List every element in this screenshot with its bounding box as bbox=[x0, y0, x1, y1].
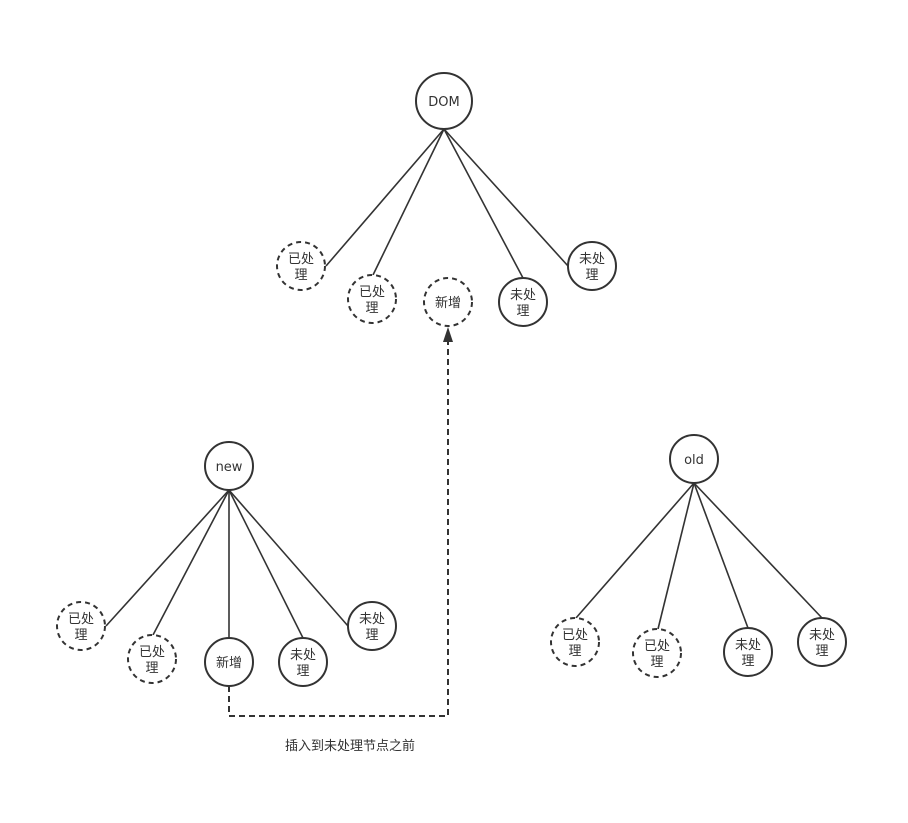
new-child-3-label-line: 未处 bbox=[290, 648, 316, 663]
dom-child-circle-2 bbox=[423, 277, 473, 327]
old-root-label: old bbox=[684, 453, 704, 468]
dom-root-circle bbox=[415, 72, 473, 130]
dom-child-node-0: 已处理 bbox=[276, 241, 326, 291]
old-child-0-label-line: 理 bbox=[568, 644, 581, 659]
dom-edge-0 bbox=[325, 128, 445, 267]
dom-edge-4 bbox=[443, 128, 569, 267]
dom-child-4-label-line: 理 bbox=[585, 268, 598, 283]
old-child-2-label-line: 理 bbox=[741, 654, 754, 669]
old-child-circle-3 bbox=[797, 617, 847, 667]
new-child-circle-4 bbox=[347, 601, 397, 651]
dom-root-label: DOM bbox=[428, 95, 459, 110]
old-child-1-label-line: 已处 bbox=[644, 639, 670, 654]
dom-child-circle-3 bbox=[498, 277, 548, 327]
new-child-0-label-line: 理 bbox=[74, 628, 87, 643]
old-edge-2 bbox=[693, 482, 749, 629]
old-child-node-1: 已处理 bbox=[632, 628, 682, 678]
dom-root-node: DOM bbox=[415, 72, 473, 130]
new-child-2-label-line: 新增 bbox=[216, 655, 242, 671]
new-root-label: new bbox=[216, 460, 243, 475]
dom-child-circle-1 bbox=[347, 274, 397, 324]
old-child-circle-0 bbox=[550, 617, 600, 667]
old-child-node-2: 未处理 bbox=[723, 627, 773, 677]
old-edge-0 bbox=[575, 482, 695, 619]
dom-child-3-label-line: 理 bbox=[516, 304, 529, 319]
dom-edge-3 bbox=[443, 128, 524, 279]
new-child-node-0: 已处理 bbox=[56, 601, 106, 651]
new-child-3-label-line: 理 bbox=[296, 664, 309, 679]
dom-child-0-label-line: 已处 bbox=[288, 252, 314, 267]
dom-edge-1 bbox=[372, 128, 445, 276]
dom-child-node-4: 未处理 bbox=[567, 241, 617, 291]
old-child-1-label-line: 理 bbox=[650, 655, 663, 670]
new-child-circle-1 bbox=[127, 634, 177, 684]
old-root-circle bbox=[669, 434, 719, 484]
new-edge-1 bbox=[152, 489, 230, 636]
old-child-node-0: 已处理 bbox=[550, 617, 600, 667]
dom-child-node-3: 未处理 bbox=[498, 277, 548, 327]
old-child-2-label-line: 未处 bbox=[735, 638, 761, 653]
arrow-head-icon bbox=[443, 327, 453, 342]
new-child-node-1: 已处理 bbox=[127, 634, 177, 684]
dom-child-node-1: 已处理 bbox=[347, 274, 397, 324]
new-child-node-4: 未处理 bbox=[347, 601, 397, 651]
dom-child-2-label-line: 新增 bbox=[435, 295, 461, 311]
new-child-4-label-line: 未处 bbox=[359, 612, 385, 627]
edges bbox=[105, 128, 823, 639]
nodes: DOM已处理已处理新增未处理未处理new已处理已处理新增未处理未处理old已处理… bbox=[56, 72, 847, 687]
dom-child-0-label-line: 理 bbox=[294, 268, 307, 283]
new-edge-3 bbox=[228, 489, 304, 639]
new-child-node-3: 未处理 bbox=[278, 637, 328, 687]
old-child-circle-1 bbox=[632, 628, 682, 678]
insert-arrow bbox=[228, 327, 453, 717]
insert-arrow-path bbox=[228, 340, 449, 717]
dom-child-circle-4 bbox=[567, 241, 617, 291]
dom-child-1-label-line: 理 bbox=[365, 301, 378, 316]
arrow-caption: 插入到未处理节点之前 bbox=[285, 739, 416, 754]
new-child-0-label-line: 已处 bbox=[68, 612, 94, 627]
new-child-circle-0 bbox=[56, 601, 106, 651]
dom-child-4-label-line: 未处 bbox=[579, 252, 605, 267]
new-child-4-label-line: 理 bbox=[365, 628, 378, 643]
dom-child-1-label-line: 已处 bbox=[359, 285, 385, 300]
old-child-0-label-line: 已处 bbox=[562, 628, 588, 643]
new-edge-4 bbox=[228, 489, 349, 627]
dom-child-3-label-line: 未处 bbox=[510, 288, 536, 303]
old-child-3-label-line: 未处 bbox=[809, 628, 835, 643]
old-child-node-3: 未处理 bbox=[797, 617, 847, 667]
new-child-1-label-line: 理 bbox=[145, 661, 158, 676]
new-root-node: new bbox=[204, 441, 254, 491]
new-child-circle-3 bbox=[278, 637, 328, 687]
dom-child-node-2: 新增 bbox=[423, 277, 473, 327]
new-edge-0 bbox=[105, 489, 230, 627]
old-child-3-label-line: 理 bbox=[815, 644, 828, 659]
old-edge-1 bbox=[657, 482, 695, 630]
new-child-node-2: 新增 bbox=[204, 637, 254, 687]
new-root-circle bbox=[204, 441, 254, 491]
old-child-circle-2 bbox=[723, 627, 773, 677]
new-child-1-label-line: 已处 bbox=[139, 645, 165, 660]
old-edge-3 bbox=[693, 482, 823, 619]
dom-child-circle-0 bbox=[276, 241, 326, 291]
old-root-node: old bbox=[669, 434, 719, 484]
